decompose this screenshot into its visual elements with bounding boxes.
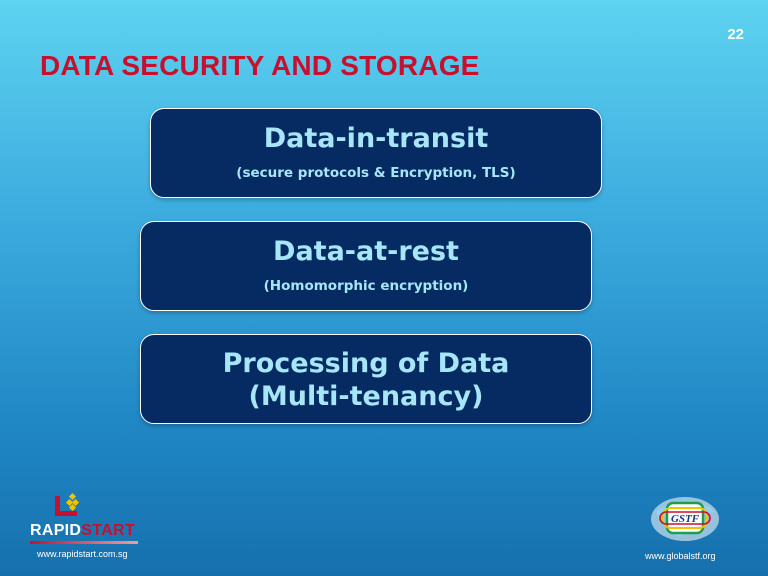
rapidstart-word-1: RAPID <box>30 522 82 539</box>
box-heading-line-1: Processing of Data <box>222 348 510 379</box>
rapidstart-wordmark: RAPIDSTART <box>30 522 145 540</box>
data-at-rest-box: Data-at-rest (Homomorphic encryption) <box>140 221 592 311</box>
rapidstart-word-2: START <box>81 522 135 539</box>
slide-number: 22 <box>727 26 744 43</box>
rapidstart-tagline <box>30 541 138 544</box>
box-heading-line-2: (Multi-tenancy) <box>248 381 484 412</box>
processing-of-data-box: Processing of Data (Multi-tenancy) <box>140 334 592 424</box>
rapidstart-mark-icon <box>54 492 79 516</box>
gstf-logo: GSTF <box>651 497 719 541</box>
rapidstart-url[interactable]: www.rapidstart.com.sg <box>37 549 128 559</box>
gstf-logo-text: GSTF <box>671 513 700 525</box>
box-heading: Data-in-transit <box>263 123 489 154</box>
slide-title: DATA SECURITY AND STORAGE <box>40 50 480 81</box>
data-in-transit-box: Data-in-transit (secure protocols & Encr… <box>150 108 602 198</box>
rapidstart-logo: RAPIDSTART <box>30 492 145 544</box>
box-heading: Data-at-rest <box>273 236 459 267</box>
box-subtitle: (secure protocols & Encryption, TLS) <box>236 165 516 181</box>
box-subtitle: (Homomorphic encryption) <box>263 278 469 294</box>
globalstf-url[interactable]: www.globalstf.org <box>645 551 716 561</box>
